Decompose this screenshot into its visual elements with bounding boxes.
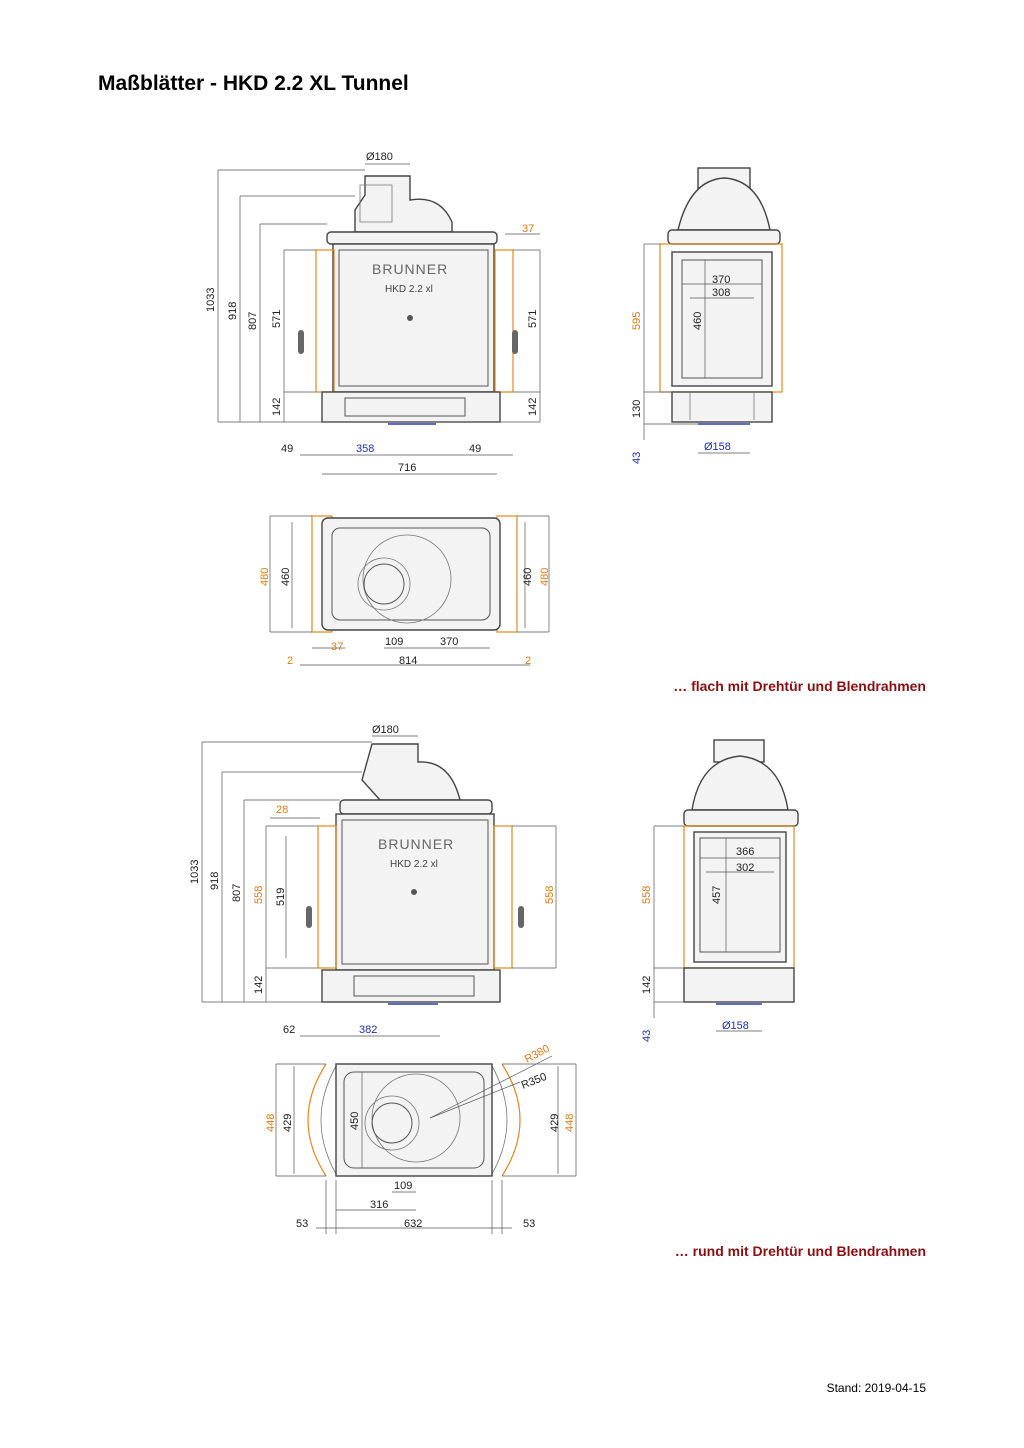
rund-side-w302: 302	[736, 862, 754, 874]
rund-top-d429-left: 429	[282, 1114, 294, 1132]
rund-front-h918: 918	[209, 872, 221, 890]
flach-top-w370: 370	[440, 636, 458, 648]
flach-side-h130: 130	[631, 400, 643, 418]
rund-top-d448-right: 448	[564, 1114, 576, 1132]
rund-front-brand: BRUNNER	[378, 836, 454, 852]
rund-front-h558-right: 558	[544, 886, 556, 904]
flach-side-h595: 595	[631, 312, 643, 330]
flach-front-h571-left: 571	[271, 310, 283, 328]
flach-front-d180: Ø180	[366, 151, 393, 163]
flach-top-w2-left: 2	[287, 655, 293, 667]
flach-front-h1033: 1033	[205, 288, 217, 312]
flach-front-w49-right: 49	[469, 443, 481, 455]
rund-top-w632: 632	[404, 1218, 422, 1230]
flach-front-model: HKD 2.2 xl	[385, 284, 433, 295]
rund-front-h558-left: 558	[253, 886, 265, 904]
flach-top-d460-left: 460	[280, 568, 292, 586]
rund-top-r350: R350	[520, 1071, 549, 1092]
flach-side-h43: 43	[631, 452, 643, 464]
rund-top-w53-left: 53	[296, 1218, 308, 1230]
flach-front-h918: 918	[227, 302, 239, 320]
rund-front-w382: 382	[359, 1024, 377, 1036]
rund-front-h1033: 1033	[189, 860, 201, 884]
rund-front-h142: 142	[253, 976, 265, 994]
flach-front-w358: 358	[356, 443, 374, 455]
rund-front-w62: 62	[283, 1024, 295, 1036]
flach-top-d480-left: 480	[259, 568, 271, 586]
rund-side-view	[653, 739, 799, 1032]
flach-front-w716: 716	[398, 462, 416, 474]
rund-top-w109: 109	[394, 1180, 412, 1192]
flach-top-w2-right: 2	[525, 655, 531, 667]
rund-top-w316: 316	[370, 1199, 388, 1211]
caption-rund: … rund mit Drehtür und Blendrahmen	[674, 1243, 926, 1259]
rund-side-h43: 43	[641, 1030, 653, 1042]
flach-side-w308: 308	[712, 287, 730, 299]
rund-front-model: HKD 2.2 xl	[390, 859, 438, 870]
flach-front-h142-right: 142	[527, 398, 539, 416]
rund-side-d158: Ø158	[722, 1020, 749, 1032]
flach-side-d158: Ø158	[704, 441, 731, 453]
flach-top-view	[269, 515, 550, 666]
flach-front-h142-left: 142	[271, 398, 283, 416]
rund-top-d429-right: 429	[549, 1114, 561, 1132]
rund-top-r380: R380	[523, 1043, 552, 1066]
flach-top-w109: 109	[385, 636, 403, 648]
rund-side-h142: 142	[641, 976, 653, 994]
page-title: Maßblätter - HKD 2.2 XL Tunnel	[98, 72, 409, 95]
stand-date: Stand: 2019-04-15	[826, 1381, 926, 1395]
rund-front-frame28: 28	[276, 804, 288, 816]
rund-side-w366: 366	[736, 846, 754, 858]
rund-top-view	[275, 1055, 577, 1234]
rund-top-d448-left: 448	[265, 1114, 277, 1132]
flach-top-w37: 37	[331, 641, 343, 653]
caption-flach: … flach mit Drehtür und Blendrahmen	[673, 678, 926, 694]
flach-top-d460-right: 460	[522, 568, 534, 586]
rund-front-view	[201, 735, 557, 1037]
flach-front-h571-right: 571	[527, 310, 539, 328]
rund-front-d180: Ø180	[372, 724, 399, 736]
flach-front-h807: 807	[247, 312, 259, 330]
flach-front-frame37: 37	[522, 223, 534, 235]
rund-top-w53-right: 53	[523, 1218, 535, 1230]
rund-front-h807: 807	[231, 884, 243, 902]
flach-side-h460: 460	[692, 312, 704, 330]
flach-side-view	[643, 167, 783, 454]
flach-front-view	[217, 163, 541, 475]
rund-top-d450: 450	[349, 1112, 361, 1130]
flach-side-w370: 370	[712, 274, 730, 286]
rund-side-h457: 457	[711, 886, 723, 904]
flach-top-w814: 814	[399, 655, 417, 667]
flach-top-d480-right: 480	[539, 568, 551, 586]
rund-front-h519: 519	[275, 888, 287, 906]
rund-side-h558: 558	[641, 886, 653, 904]
flach-front-brand: BRUNNER	[372, 261, 448, 277]
flach-front-w49-left: 49	[281, 443, 293, 455]
